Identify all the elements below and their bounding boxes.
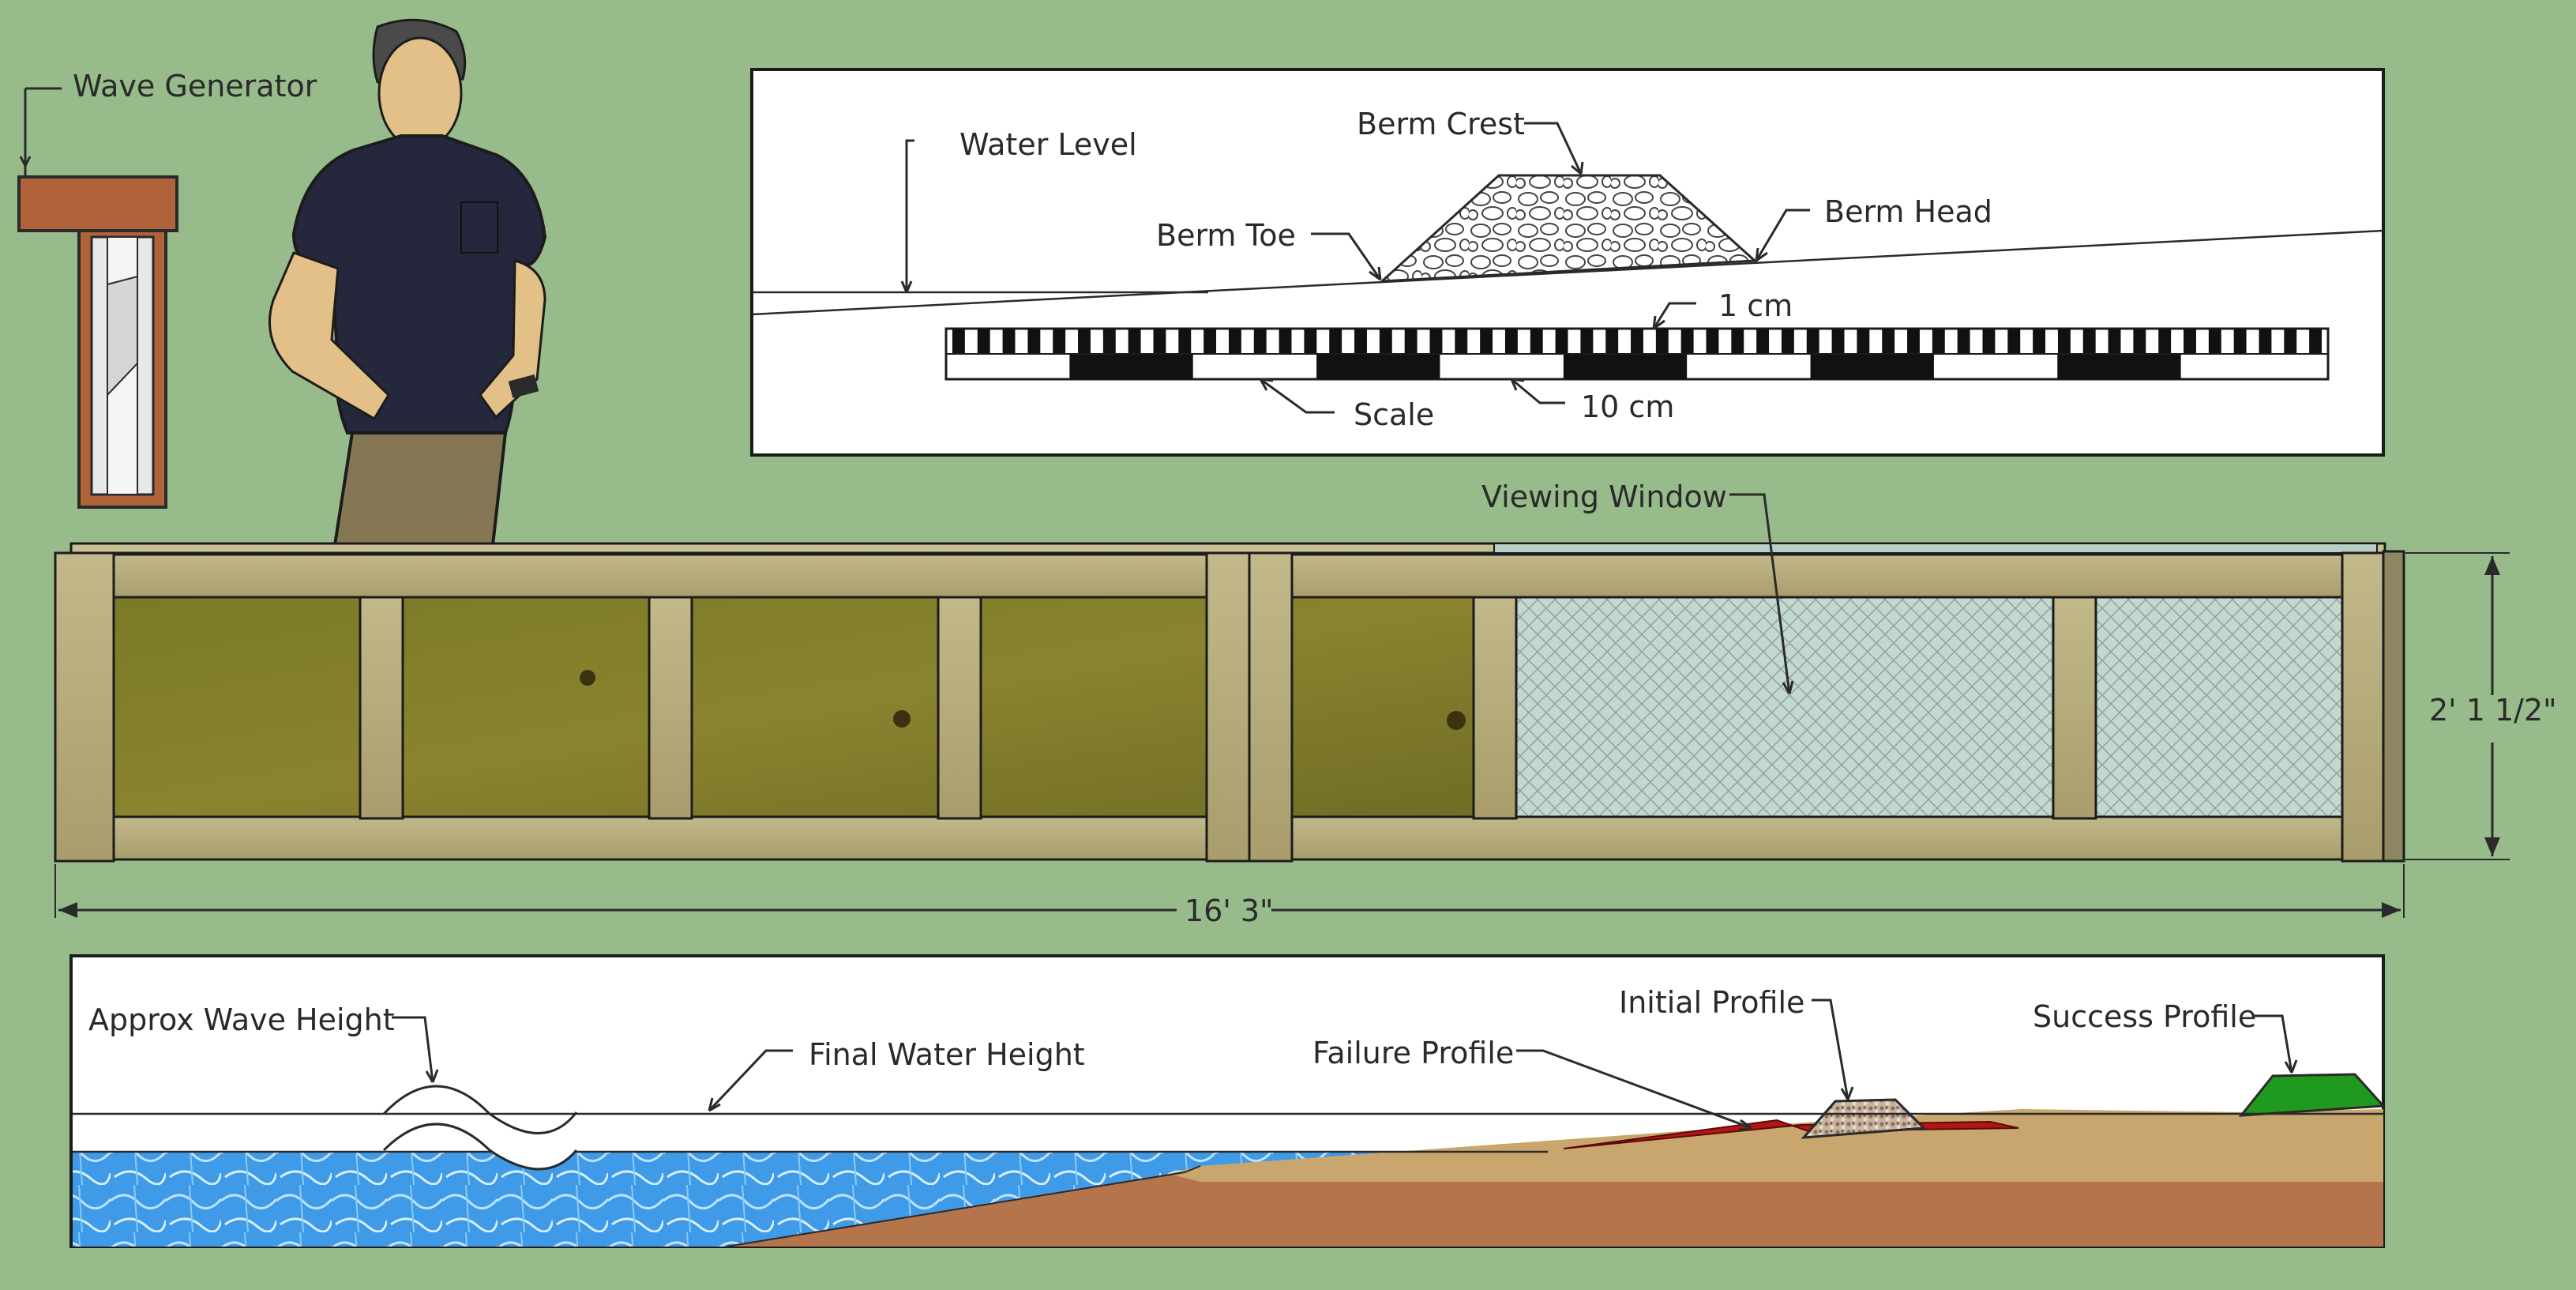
viewing-window-label: Viewing Window xyxy=(1481,480,1727,514)
person-figure xyxy=(268,18,547,547)
flume-tank: Viewing Window 2' 1 1/2" 16' 3" xyxy=(54,480,2557,928)
initial-profile-label: Initial Profile xyxy=(1619,985,1804,1020)
beach-profile-panel: Approx Wave Height Final Water Height Fa… xyxy=(69,954,2386,1248)
berm-head-label: Berm Head xyxy=(1824,194,1992,229)
berm-detail-panel: Water Level Berm Crest Berm Head Berm To… xyxy=(750,68,2385,457)
approx-wave-height-label: Approx Wave Height xyxy=(88,1002,395,1037)
final-water-height-label: Final Water Height xyxy=(809,1037,1085,1072)
height-dimension: 2' 1 1/2" xyxy=(2429,693,2557,728)
scale-bar xyxy=(944,327,2330,381)
scale-10cm-label: 10 cm xyxy=(1581,389,1674,424)
scale-1cm-label: 1 cm xyxy=(1718,288,1793,323)
berm-rock-mound xyxy=(1378,174,1758,283)
wave-generator: Wave Generator xyxy=(17,69,317,509)
length-dimension: 16' 3" xyxy=(1185,893,1274,928)
wave-generator-label: Wave Generator xyxy=(73,69,317,103)
failure-profile-label: Failure Profile xyxy=(1312,1036,1514,1070)
success-profile-shape xyxy=(2238,1073,2386,1117)
berm-toe-label: Berm Toe xyxy=(1156,218,1296,253)
success-profile-label: Success Profile xyxy=(2033,999,2256,1034)
sand-beach xyxy=(1169,1109,2383,1182)
berm-crest-label: Berm Crest xyxy=(1357,107,1525,141)
water-body xyxy=(73,1152,1548,1247)
water-level-label: Water Level xyxy=(959,127,1137,162)
scale-label: Scale xyxy=(1354,397,1434,432)
